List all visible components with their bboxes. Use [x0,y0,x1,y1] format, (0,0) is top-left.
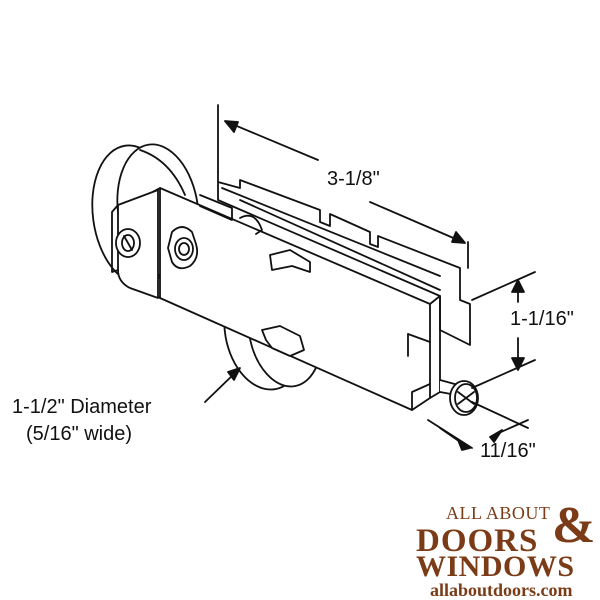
dimension-height-lines [471,271,536,389]
brand-url: allaboutdoors.com [430,580,573,600]
wheel-diameter-label: 1-1/2" Diameter [12,396,152,418]
tension-slot [239,214,311,357]
housing-front-plate [144,187,441,411]
dimension-length-lines [217,104,469,269]
brand-tagline: ALL ABOUT [446,503,551,523]
depth-dimension-label: 11/16" [480,440,536,462]
housing-back-plate [217,171,471,346]
brand-ampersand: & [552,497,596,554]
brand-windows: WINDOWS [416,550,575,583]
adjustment-screw [439,379,479,416]
height-dimension-label: 1-1/16" [510,308,574,330]
axle-bolt-left [115,228,141,258]
brand-doors: DOORS [416,523,539,559]
wheel-width-label: (5/16" wide) [26,423,133,445]
dimension-wheel-leader [204,367,241,403]
wheel-hub-window [199,194,233,221]
axle-nut-center [167,226,199,270]
length-dimension-label: 3-1/8" [327,168,380,190]
dimension-depth-lines [427,401,529,451]
